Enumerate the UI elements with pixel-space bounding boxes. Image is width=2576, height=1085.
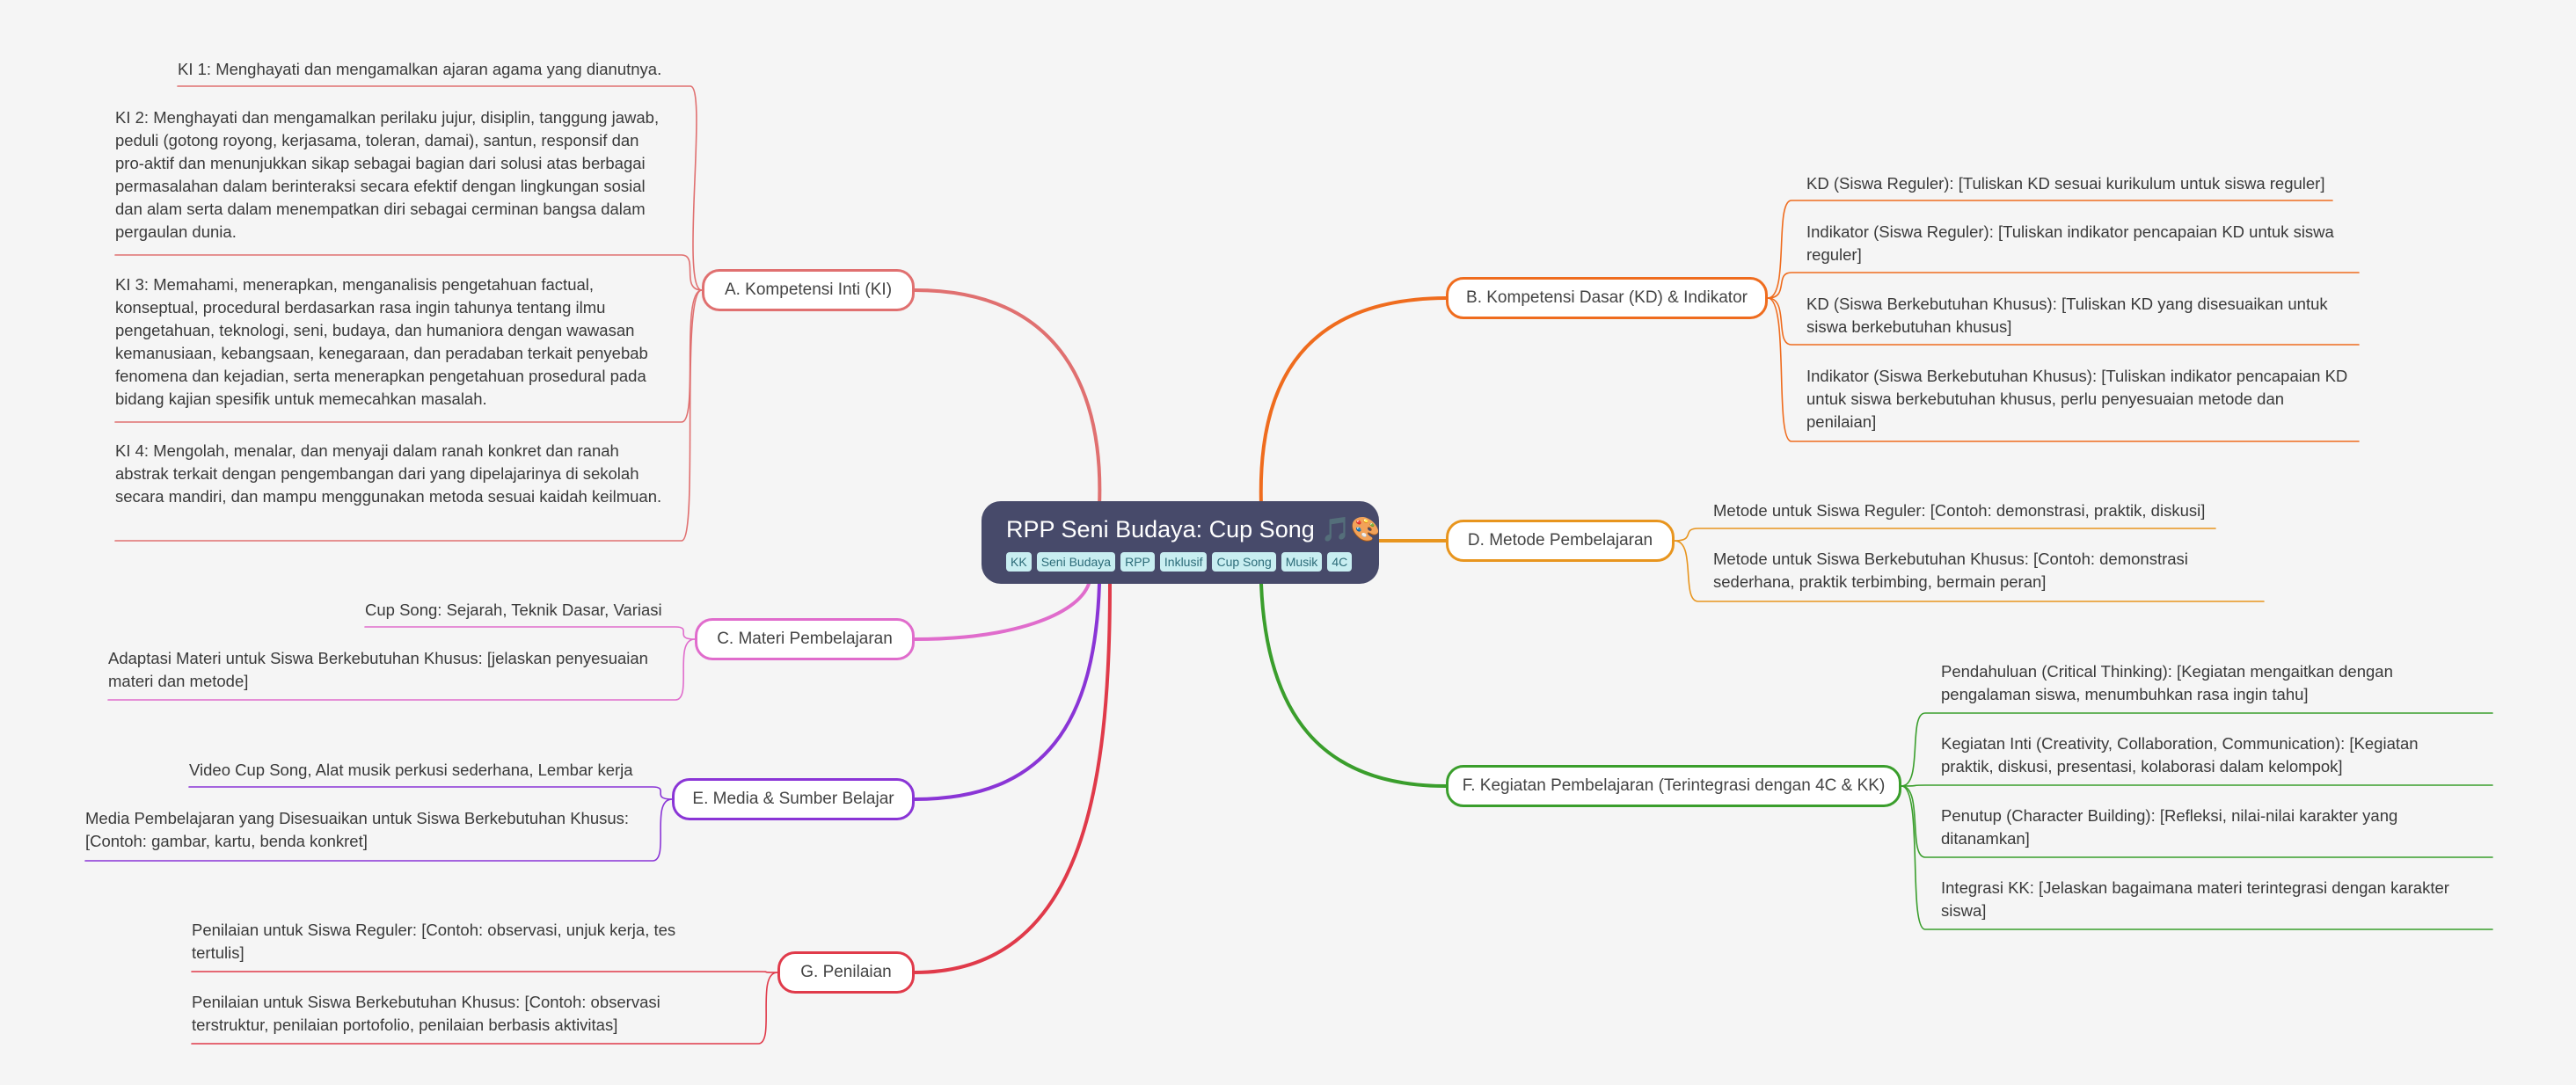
- leaf-kd-2: Indikator (Siswa Reguler): [Tuliskan ind…: [1806, 222, 2334, 264]
- connector-kegiatan-3: [1901, 785, 2493, 858]
- leaf-media-2: Media Pembelajaran yang Disesuaikan untu…: [85, 809, 630, 850]
- leaf-ki-3: KI 3: Memahami, menerapkan, menganalisis…: [115, 275, 648, 408]
- leaf-ki-1: KI 1: Menghayati dan mengamalkan ajaran …: [178, 60, 662, 78]
- tag: 4C: [1327, 552, 1353, 572]
- tag: Cup Song: [1212, 552, 1276, 572]
- tag-list: KK Seni Budaya RPP Inklusif Cup Song Mus…: [1006, 552, 1354, 572]
- leaf-penilaian-2: Penilaian untuk Siswa Berkebutuhan Khusu…: [192, 993, 660, 1034]
- leaf-kegiatan-3: Penutup (Character Building): [Refleksi,…: [1941, 806, 2398, 848]
- leaf-materi-2: Adaptasi Materi untuk Siswa Berkebutuhan…: [108, 649, 648, 690]
- branch-node-kompetensi-dasar[interactable]: B. Kompetensi Dasar (KD) & Indikator: [1446, 277, 1768, 319]
- connector-materi-2: [107, 638, 696, 701]
- connector-root-ki: [913, 288, 1102, 507]
- connector-ki-2: [114, 254, 703, 291]
- leaf-kegiatan-1: Pendahuluan (Critical Thinking): [Kegiat…: [1941, 662, 2393, 703]
- leaf-penilaian-1: Penilaian untuk Siswa Reguler: [Contoh: …: [192, 921, 676, 962]
- leaf-kegiatan-2: Kegiatan Inti (Creativity, Collaboration…: [1941, 734, 2419, 776]
- connector-root-materi: [913, 582, 1091, 641]
- connector-kegiatan-1: [1901, 712, 2493, 787]
- connector-kd-3: [1767, 297, 2360, 346]
- branch-node-materi-pembelajaran[interactable]: C. Materi Pembelajaran: [695, 618, 915, 660]
- tag: KK: [1006, 552, 1032, 572]
- leaf-materi-1: Cup Song: Sejarah, Teknik Dasar, Variasi: [365, 601, 662, 619]
- connector-media-1: [188, 786, 673, 800]
- connector-metode-2: [1674, 540, 2265, 602]
- connector-kegiatan-2: [1901, 784, 2493, 787]
- connector-kd-4: [1767, 297, 2360, 442]
- tag: RPP: [1120, 552, 1155, 572]
- root-node[interactable]: RPP Seni Budaya: Cup Song 🎵🎨 KK Seni Bud…: [982, 501, 1381, 584]
- connector-penilaian-2: [191, 972, 778, 1045]
- branch-node-penilaian[interactable]: G. Penilaian: [777, 951, 915, 994]
- connector-root-penilaian: [913, 582, 1112, 974]
- tag: Musik: [1281, 552, 1323, 572]
- leaf-ki-2: KI 2: Menghayati dan mengamalkan perilak…: [115, 108, 660, 241]
- leaf-ki-4: KI 4: Mengolah, menalar, dan menyaji dal…: [115, 441, 662, 506]
- leaf-kd-4: Indikator (Siswa Berkebutuhan Khusus): […: [1806, 367, 2348, 431]
- leaf-kd-1: KD (Siswa Reguler): [Tuliskan KD sesuai …: [1806, 174, 2325, 193]
- branch-node-media-sumber-belajar[interactable]: E. Media & Sumber Belajar: [672, 778, 915, 820]
- connector-root-kegiatan: [1259, 582, 1448, 788]
- connector-kd-1: [1767, 200, 2333, 299]
- connector-ki-1: [177, 85, 703, 291]
- tag: Seni Budaya: [1036, 552, 1116, 572]
- leaf-metode-2: Metode untuk Siswa Berkebutuhan Khusus: …: [1713, 550, 2188, 591]
- connector-media-2: [84, 798, 673, 862]
- root-title: RPP Seni Budaya: Cup Song 🎵🎨: [1006, 516, 1381, 542]
- branch-node-metode-pembelajaran[interactable]: D. Metode Pembelajaran: [1446, 520, 1675, 562]
- connector-kd-2: [1767, 272, 2360, 299]
- leaf-kd-3: KD (Siswa Berkebutuhan Khusus): [Tuliska…: [1806, 295, 2328, 336]
- connector-root-media: [913, 582, 1101, 801]
- connector-ki-4: [114, 289, 703, 542]
- leaf-metode-1: Metode untuk Siswa Reguler: [Contoh: dem…: [1713, 501, 2206, 520]
- tag: Inklusif: [1159, 552, 1208, 572]
- leaf-media-1: Video Cup Song, Alat musik perkusi seder…: [189, 761, 633, 779]
- connector-materi-1: [364, 626, 696, 640]
- branch-node-kompetensi-inti[interactable]: A. Kompetensi Inti (KI): [702, 269, 915, 311]
- leaf-kegiatan-4: Integrasi KK: [Jelaskan bagaimana materi…: [1941, 878, 2449, 920]
- branch-node-kegiatan-pembelajaran[interactable]: F. Kegiatan Pembelajaran (Terintegrasi d…: [1446, 765, 1901, 807]
- connector-kegiatan-4: [1901, 785, 2493, 930]
- connector-root-kd: [1259, 296, 1448, 507]
- connector-metode-1: [1674, 528, 2216, 542]
